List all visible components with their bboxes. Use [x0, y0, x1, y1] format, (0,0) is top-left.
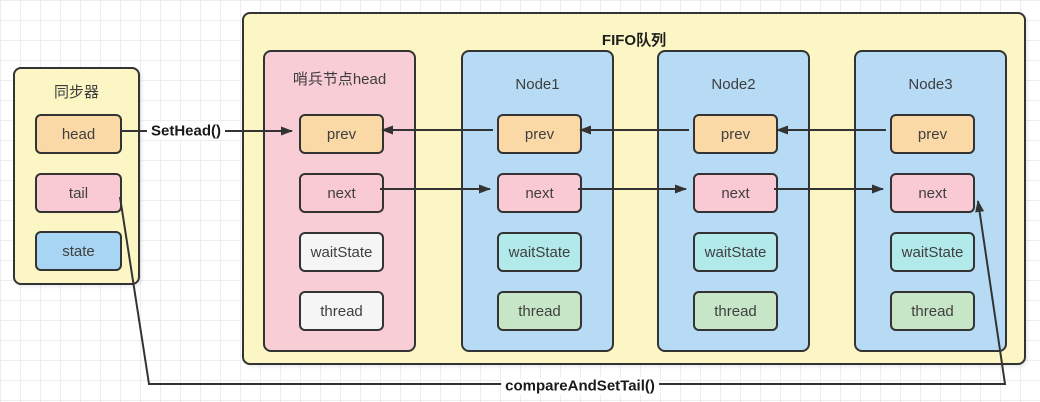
sentinel-field-thread: thread	[299, 291, 384, 331]
node2-thread-label: thread	[714, 302, 757, 320]
compareandsettail-label: compareAndSetTail()	[501, 377, 659, 395]
node3-field-waitstate: waitState	[890, 232, 975, 272]
node1-field-thread: thread	[497, 291, 582, 331]
node3-waitstate-label: waitState	[901, 243, 964, 261]
node1-field-waitstate: waitState	[497, 232, 582, 272]
node3-title: Node3	[908, 76, 953, 93]
node1-box: Node1 prev next waitState thread	[461, 50, 614, 352]
node3-field-next: next	[890, 173, 975, 213]
node1-field-next: next	[497, 173, 582, 213]
sentinel-next-label: next	[327, 184, 356, 202]
field-state: state	[35, 231, 122, 271]
fifo-queue-title: FIFO队列	[601, 32, 667, 49]
sentinel-field-next: next	[299, 173, 384, 213]
node3-field-thread: thread	[890, 291, 975, 331]
node3-field-prev: prev	[890, 114, 975, 154]
node1-thread-label: thread	[518, 302, 561, 320]
node2-field-thread: thread	[693, 291, 778, 331]
node2-box: Node2 prev next waitState thread	[657, 50, 810, 352]
sentinel-prev-label: prev	[326, 125, 357, 143]
field-head: head	[35, 114, 122, 154]
node2-field-prev: prev	[693, 114, 778, 154]
sentinel-field-prev: prev	[299, 114, 384, 154]
sethead-label: SetHead()	[146, 122, 226, 140]
node3-thread-label: thread	[911, 302, 954, 320]
synchronizer-title: 同步器	[53, 84, 99, 101]
field-tail-label: tail	[68, 184, 89, 202]
node2-prev-label: prev	[720, 125, 751, 143]
field-tail: tail	[35, 173, 122, 213]
node1-field-prev: prev	[497, 114, 582, 154]
node1-waitstate-label: waitState	[508, 243, 571, 261]
sentinel-node-title: 哨兵节点head	[292, 71, 387, 88]
fifo-queue-box: FIFO队列 哨兵节点head prev next waitState thre…	[242, 12, 1026, 365]
node2-title: Node2	[711, 76, 756, 93]
node1-next-label: next	[525, 184, 554, 202]
sentinel-head-node: 哨兵节点head prev next waitState thread	[263, 50, 416, 352]
field-state-label: state	[62, 242, 95, 260]
node1-title: Node1	[515, 76, 560, 93]
node2-waitstate-label: waitState	[704, 243, 767, 261]
node2-next-label: next	[721, 184, 750, 202]
synchronizer-box: 同步器 head tail state	[13, 67, 140, 285]
sentinel-thread-label: thread	[320, 302, 363, 320]
node3-box: Node3 prev next waitState thread	[854, 50, 1007, 352]
sentinel-field-waitstate: waitState	[299, 232, 384, 272]
node2-field-waitstate: waitState	[693, 232, 778, 272]
field-head-label: head	[61, 125, 96, 143]
node2-field-next: next	[693, 173, 778, 213]
node1-prev-label: prev	[524, 125, 555, 143]
node3-next-label: next	[918, 184, 947, 202]
node3-prev-label: prev	[917, 125, 948, 143]
sentinel-waitstate-label: waitState	[310, 243, 373, 261]
